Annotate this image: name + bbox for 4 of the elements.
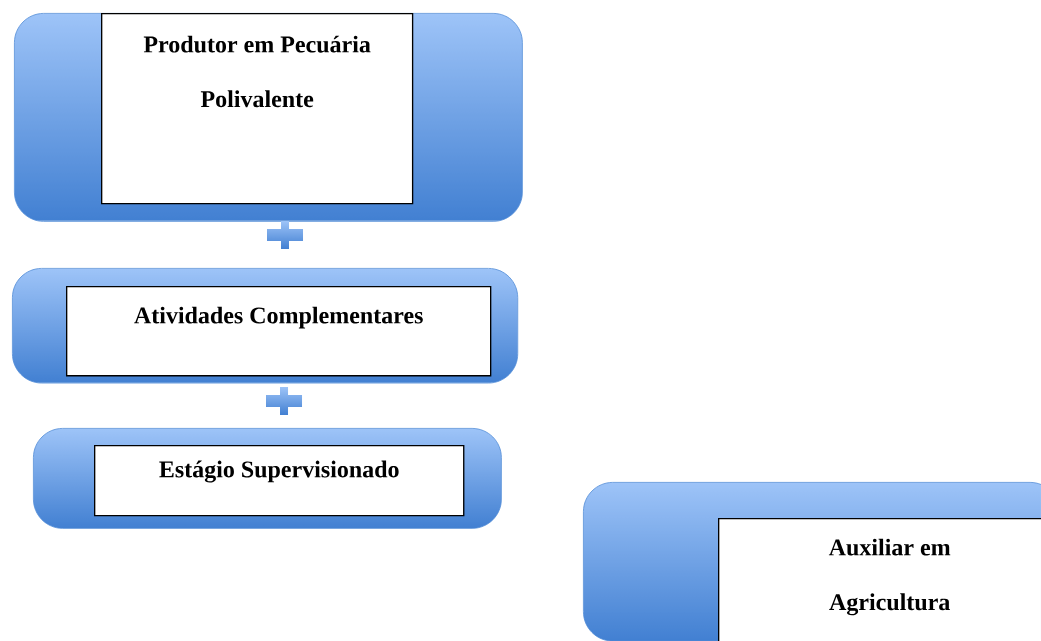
text-box: Estágio Supervisionado [94, 445, 465, 517]
text-box: Produtor em Pecuária Polivalente [101, 13, 414, 205]
text-box: Auxiliar em Agricultura [718, 518, 1041, 641]
text-box: Atividades Complementares [66, 286, 492, 377]
